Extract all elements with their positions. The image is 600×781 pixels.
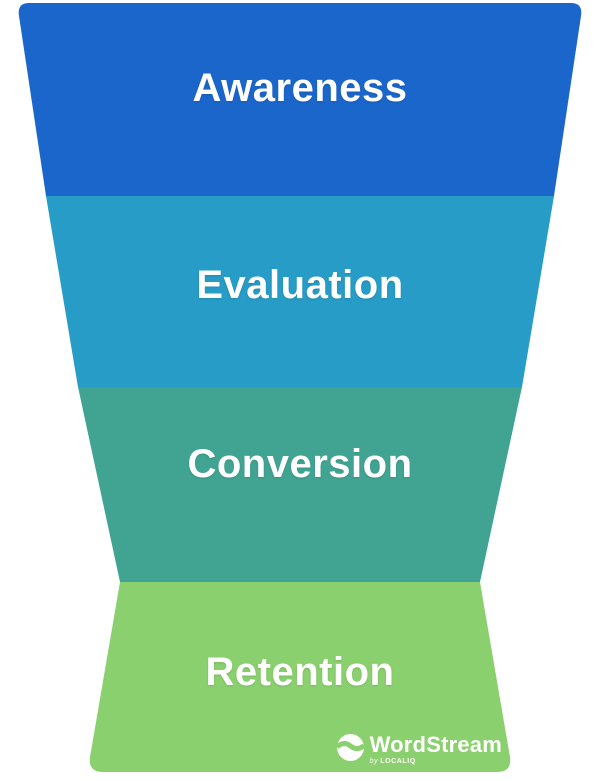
- logo-byline: by LOCALIQ: [370, 758, 502, 766]
- wordstream-logo: WordStream by LOCALIQ: [335, 733, 502, 766]
- funnel-stage-evaluation-shape: [46, 196, 554, 387]
- funnel-stage-retention-shape: [89, 582, 511, 772]
- funnel-stage-conversion-shape: [78, 387, 522, 582]
- byline-prefix: by: [369, 758, 379, 765]
- funnel-stage-awareness-shape: [18, 3, 582, 196]
- byline-brand: LOCALIQ: [380, 758, 416, 765]
- logo-text-block: WordStream by LOCALIQ: [370, 733, 502, 766]
- logo-wordmark: WordStream: [369, 732, 502, 757]
- wordstream-wave-icon: [335, 734, 365, 761]
